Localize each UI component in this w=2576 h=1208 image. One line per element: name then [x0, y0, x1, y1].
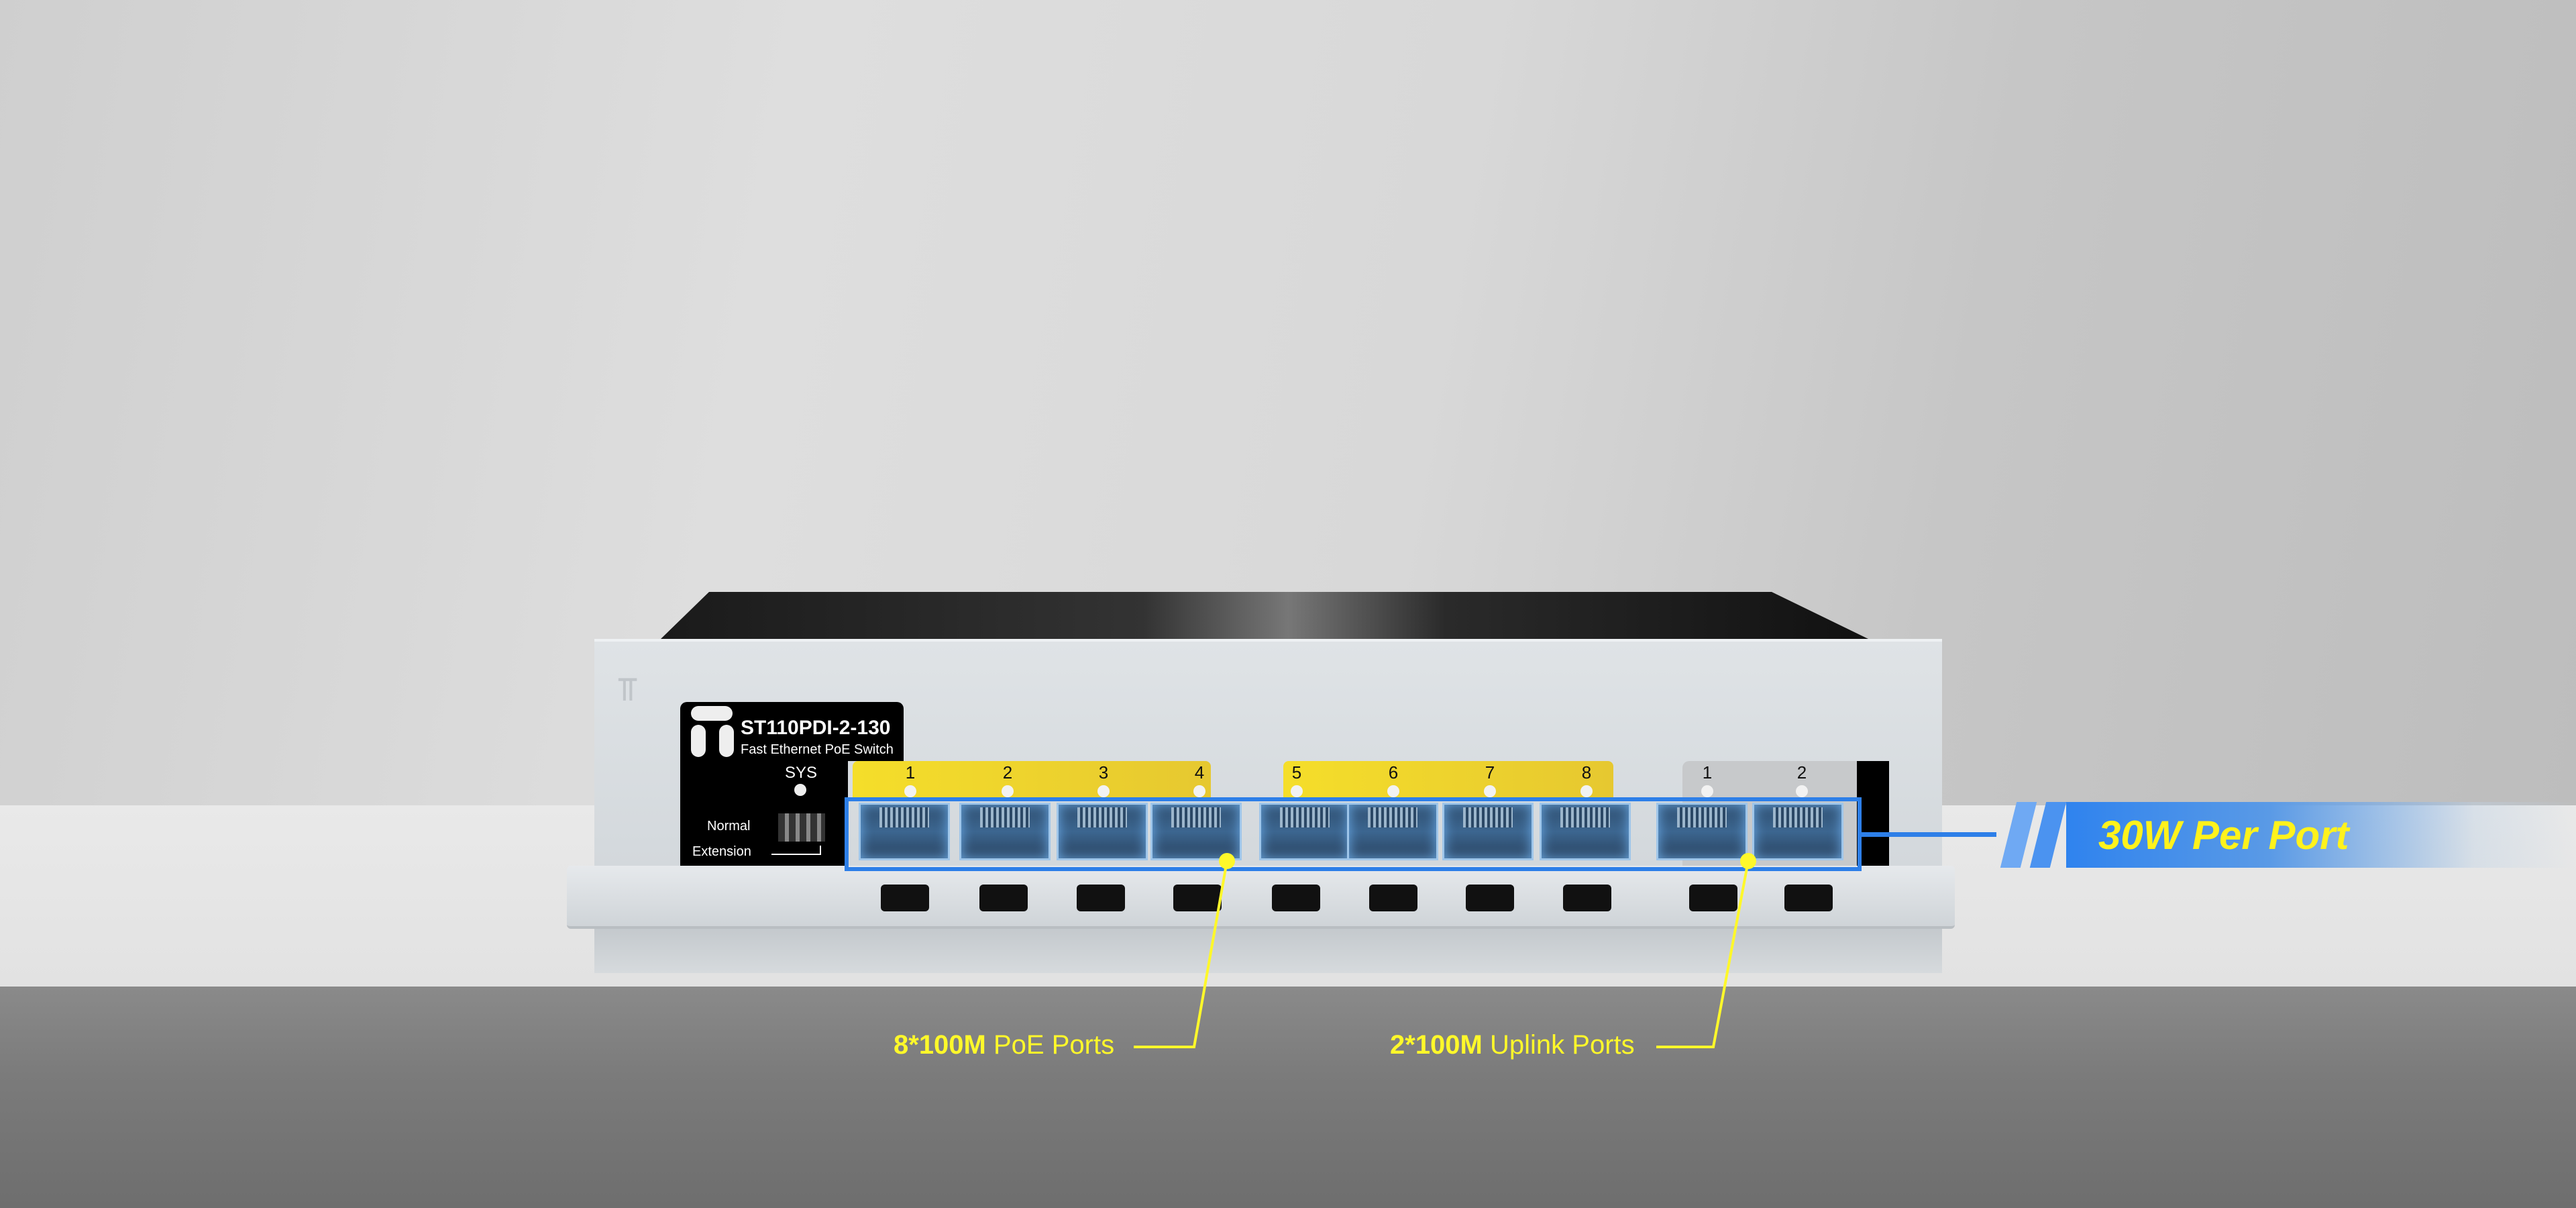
model-name: ST110PDI-2-130 [741, 717, 891, 739]
poe-port-number: 4 [1194, 762, 1205, 783]
rj45-port-uplink-2[interactable] [1752, 803, 1843, 860]
rj45-port-poe-3[interactable] [1057, 803, 1148, 860]
rj45-port-poe-7[interactable] [1442, 803, 1534, 860]
power-banner [2066, 802, 2576, 868]
port-pins-icon [879, 807, 929, 827]
port-pins-icon [1368, 807, 1417, 827]
port-label-tab [1689, 885, 1737, 911]
rj45-port-poe-5[interactable] [1259, 803, 1350, 860]
port-led-icon [1387, 785, 1399, 797]
uplink-port-number: 1 [1702, 762, 1713, 783]
port-pins-icon [1677, 807, 1727, 827]
extension-indicator-line [771, 846, 821, 855]
port-pins-icon [1077, 807, 1127, 827]
port-led-icon [904, 785, 916, 797]
uplink-ports-text: Uplink Ports [1490, 1030, 1635, 1060]
port-label-tab [1563, 885, 1611, 911]
port-pins-icon [1560, 807, 1610, 827]
rj45-port-poe-2[interactable] [959, 803, 1051, 860]
rj45-port-poe-4[interactable] [1150, 803, 1242, 860]
port-label-tab [1173, 885, 1222, 911]
power-per-port-text: 30W Per Port [2098, 813, 2349, 858]
poe-callout-line [1134, 860, 1228, 1048]
port-led-icon [1701, 785, 1713, 797]
mode-switch[interactable] [778, 813, 825, 842]
product-subtitle: Fast Ethernet PoE Switch [741, 742, 894, 757]
sys-led-icon [794, 784, 806, 796]
port-label-tab [1272, 885, 1320, 911]
switch-top-cover [661, 592, 1868, 639]
port-label-tab [979, 885, 1028, 911]
port-label-tab [1466, 885, 1514, 911]
port-pins-icon [1463, 807, 1513, 827]
poe-ports-count: 8*100M [894, 1030, 986, 1060]
brand-logo-icon-right [719, 725, 734, 757]
port-led-icon [1193, 785, 1205, 797]
port-pins-icon [1280, 807, 1330, 827]
brand-logo-icon [691, 706, 733, 721]
rj45-port-poe-8[interactable] [1540, 803, 1631, 860]
normal-label: Normal [707, 819, 751, 834]
rj45-port-poe-6[interactable] [1347, 803, 1438, 860]
port-label-tab [881, 885, 929, 911]
poe-led-bar-5-8 [1283, 761, 1613, 801]
switch-base [594, 929, 1942, 973]
port-led-icon [1291, 785, 1303, 797]
poe-ports-callout: 8*100M PoE Ports [894, 1030, 1114, 1060]
port-led-icon [1580, 785, 1593, 797]
port-led-icon [1002, 785, 1014, 797]
poe-ports-text: PoE Ports [994, 1030, 1115, 1060]
power-callout-connector [1862, 832, 1996, 837]
uplink-port-number: 2 [1796, 762, 1807, 783]
extension-label: Extension [692, 844, 751, 859]
port-label-tab [1077, 885, 1125, 911]
uplink-ports-count: 2*100M [1390, 1030, 1483, 1060]
uplink-ports-callout: 2*100M Uplink Ports [1390, 1030, 1635, 1060]
port-label-tab [1784, 885, 1833, 911]
poe-port-number: 7 [1485, 762, 1495, 783]
embossed-logo-icon: ⫪ [619, 672, 637, 707]
poe-port-number: 6 [1388, 762, 1399, 783]
poe-port-number: 8 [1581, 762, 1592, 783]
poe-port-number: 1 [905, 762, 916, 783]
shelf-edge [0, 987, 2576, 1208]
port-pins-icon [980, 807, 1030, 827]
port-pins-icon [1171, 807, 1221, 827]
port-led-icon [1097, 785, 1110, 797]
uplink-label-strip [1857, 761, 1889, 866]
port-pins-icon [1773, 807, 1823, 827]
poe-port-number: 2 [1002, 762, 1013, 783]
brand-logo-icon-left [691, 725, 706, 757]
port-label-tab [1369, 885, 1417, 911]
rj45-port-poe-1[interactable] [859, 803, 950, 860]
port-led-icon [1796, 785, 1808, 797]
ports-highlight-box [845, 797, 1862, 871]
poe-port-number: 3 [1098, 762, 1109, 783]
port-led-icon [1484, 785, 1496, 797]
uplink-callout-line [1656, 860, 1750, 1048]
sys-label: SYS [785, 764, 818, 782]
rj45-port-uplink-1[interactable] [1656, 803, 1748, 860]
poe-port-number: 5 [1291, 762, 1302, 783]
